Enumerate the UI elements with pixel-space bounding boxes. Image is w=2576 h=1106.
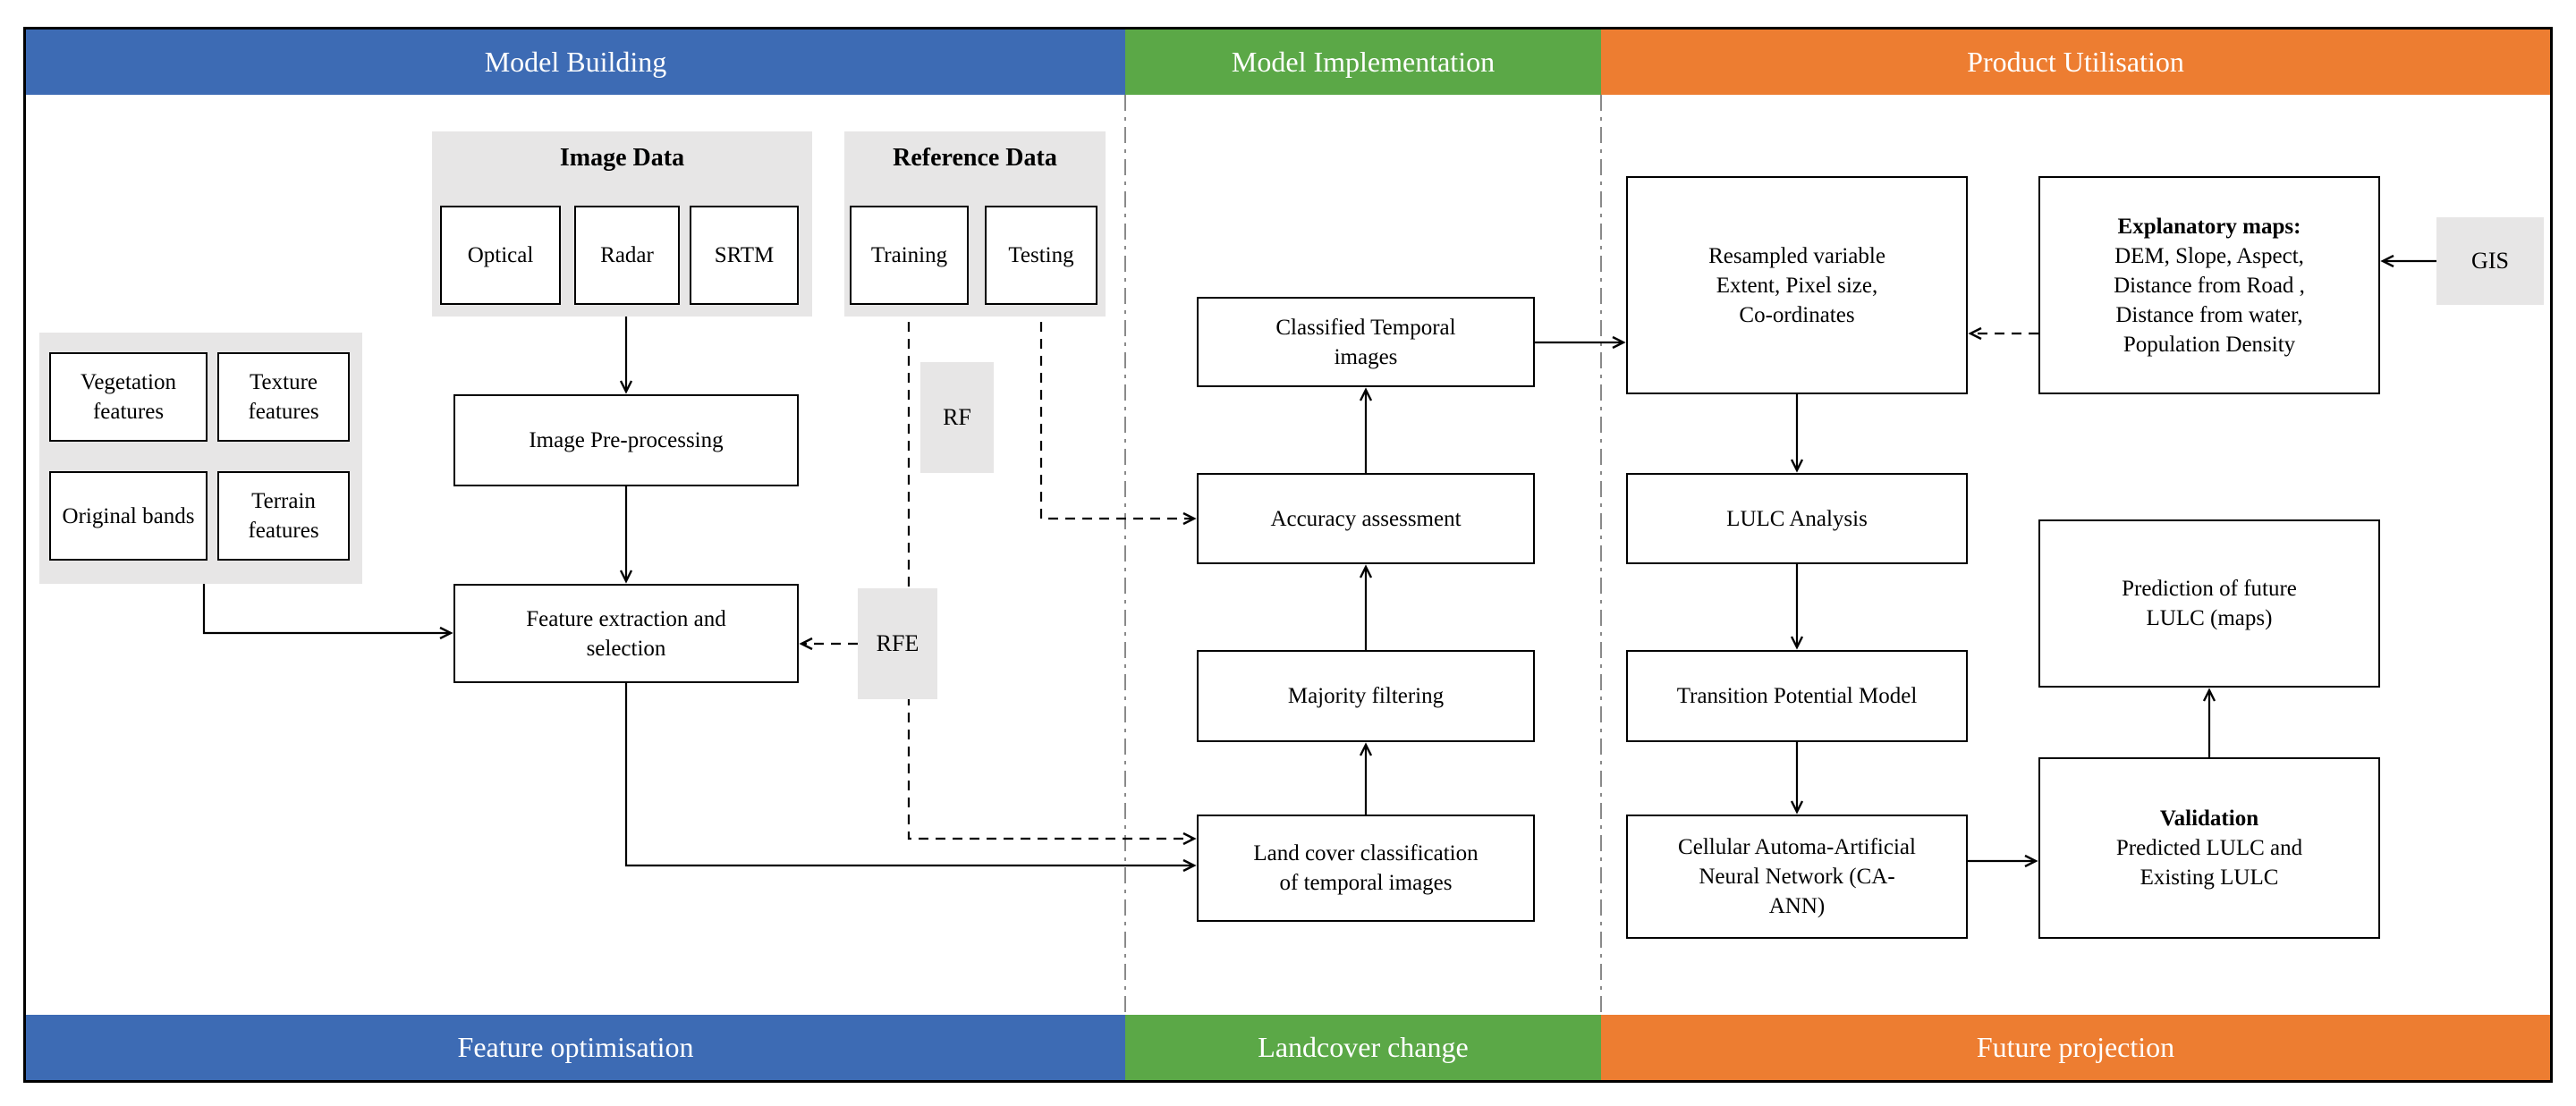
box-label: Training xyxy=(870,243,948,267)
tag-label: RF xyxy=(943,404,971,430)
box-land-cover-classification: Land cover classification of temporal im… xyxy=(1197,815,1535,922)
box-label: Majority filtering xyxy=(1287,684,1445,708)
box-feature-extraction: Feature extraction and selection xyxy=(453,584,799,683)
box-label: Texture features xyxy=(248,370,319,424)
box-vegetation-features: Vegetation features xyxy=(49,352,208,442)
box-label: Existing LULC xyxy=(2140,865,2279,890)
box-label: Distance from Road , xyxy=(2114,273,2305,298)
tag-rf: RF xyxy=(920,362,994,473)
box-srtm: SRTM xyxy=(690,206,799,305)
box-lulc-analysis: LULC Analysis xyxy=(1626,473,1968,564)
box-label: Co-ordinates xyxy=(1739,302,1855,327)
box-prediction-future-lulc: Prediction of future LULC (maps) xyxy=(2038,519,2380,688)
box-label: Image Pre-processing xyxy=(529,428,724,452)
box-label: images xyxy=(1334,344,1398,369)
footer-label: Future projection xyxy=(1976,1031,2175,1063)
box-validation: Validation Predicted LULC and Existing L… xyxy=(2038,757,2380,939)
box-label: Terrain features xyxy=(248,489,319,543)
header-label: Product Utilisation xyxy=(1967,46,2184,78)
box-label: of temporal images xyxy=(1279,871,1453,895)
box-title: Validation xyxy=(2159,806,2259,831)
box-label: Original bands xyxy=(62,503,195,528)
box-label: LULC Analysis xyxy=(1726,506,1868,531)
arrow-testing-to-accuracy xyxy=(1039,305,1197,526)
box-label: selection xyxy=(586,636,666,661)
bottom-phase-bar: Feature optimisation Landcover change Fu… xyxy=(26,1015,2550,1080)
arrow-features-to-featureextraction xyxy=(202,584,453,640)
box-label: Optical xyxy=(467,243,534,267)
box-training: Training xyxy=(850,206,969,305)
box-label: DEM, Slope, Aspect, xyxy=(2114,243,2304,268)
footer-label: Landcover change xyxy=(1258,1031,1469,1063)
arrow-featureextraction-to-landcover xyxy=(624,683,1197,873)
tag-gis: GIS xyxy=(2436,217,2544,305)
header-model-building: Model Building xyxy=(26,30,1125,95)
box-resampled-variable: Resampled variable Extent, Pixel size, C… xyxy=(1626,176,1968,394)
footer-label: Feature optimisation xyxy=(457,1031,694,1063)
box-transition-potential-model: Transition Potential Model xyxy=(1626,650,1968,742)
group-image-data-title: Image Data xyxy=(559,144,685,172)
box-label: Radar xyxy=(600,243,654,267)
box-majority-filtering: Majority filtering xyxy=(1197,650,1535,742)
box-label: ANN) xyxy=(1768,894,1826,918)
tag-label: GIS xyxy=(2471,248,2509,274)
box-ca-ann: Cellular Automa-Artificial Neural Networ… xyxy=(1626,815,1968,939)
box-label: Land cover classification xyxy=(1253,841,1479,865)
box-label: Prediction of future xyxy=(2122,577,2297,601)
group-input-features: Vegetation features Texture features Ori… xyxy=(39,333,362,584)
diagram-canvas: Image Data Optical Radar SRTM Reference … xyxy=(26,95,2550,1015)
box-classified-temporal-images: Classified Temporal images xyxy=(1197,297,1535,387)
footer-landcover-change: Landcover change xyxy=(1125,1015,1601,1080)
box-terrain-features: Terrain features xyxy=(217,471,350,561)
box-accuracy-assessment: Accuracy assessment xyxy=(1197,473,1535,564)
box-explanatory-maps: Explanatory maps: DEM, Slope, Aspect, Di… xyxy=(2038,176,2380,394)
box-title: Explanatory maps: xyxy=(2117,214,2301,239)
box-label: Predicted LULC and xyxy=(2115,836,2303,860)
group-reference-data-title: Reference Data xyxy=(893,144,1057,172)
box-label: Resampled variable xyxy=(1708,243,1885,268)
box-image-preprocessing: Image Pre-processing xyxy=(453,394,799,486)
tag-label: RFE xyxy=(876,630,919,656)
box-optical: Optical xyxy=(440,206,561,305)
box-label: Extent, Pixel size, xyxy=(1716,273,1878,298)
box-label: Cellular Automa-Artificial xyxy=(1678,835,1916,859)
box-label: Accuracy assessment xyxy=(1270,506,1462,531)
box-label: Distance from water, xyxy=(2115,302,2303,327)
box-label: Classified Temporal xyxy=(1275,315,1456,340)
group-image-data: Image Data Optical Radar SRTM xyxy=(432,131,812,317)
box-label: LULC (maps) xyxy=(2146,606,2273,630)
footer-future-projection: Future projection xyxy=(1601,1015,2550,1080)
box-label: Vegetation features xyxy=(80,370,176,424)
box-label: SRTM xyxy=(714,243,775,267)
top-phase-bar: Model Building Model Implementation Prod… xyxy=(26,30,2550,95)
tag-rfe: RFE xyxy=(858,588,937,699)
box-label: Neural Network (CA- xyxy=(1699,865,1895,889)
box-original-bands: Original bands xyxy=(49,471,208,561)
box-label: Testing xyxy=(1008,243,1074,267)
header-label: Model Building xyxy=(484,46,667,78)
box-radar: Radar xyxy=(574,206,680,305)
box-label: Transition Potential Model xyxy=(1676,684,1918,708)
box-texture-features: Texture features xyxy=(217,352,350,442)
diagram-frame: Model Building Model Implementation Prod… xyxy=(23,27,2553,1083)
box-label: Population Density xyxy=(2123,332,2296,357)
box-testing: Testing xyxy=(985,206,1097,305)
header-model-implementation: Model Implementation xyxy=(1125,30,1601,95)
header-product-utilisation: Product Utilisation xyxy=(1601,30,2550,95)
footer-feature-optimisation: Feature optimisation xyxy=(26,1015,1125,1080)
box-label: Feature extraction and xyxy=(526,606,726,631)
header-label: Model Implementation xyxy=(1231,46,1496,78)
group-reference-data: Reference Data Training Testing xyxy=(844,131,1106,317)
